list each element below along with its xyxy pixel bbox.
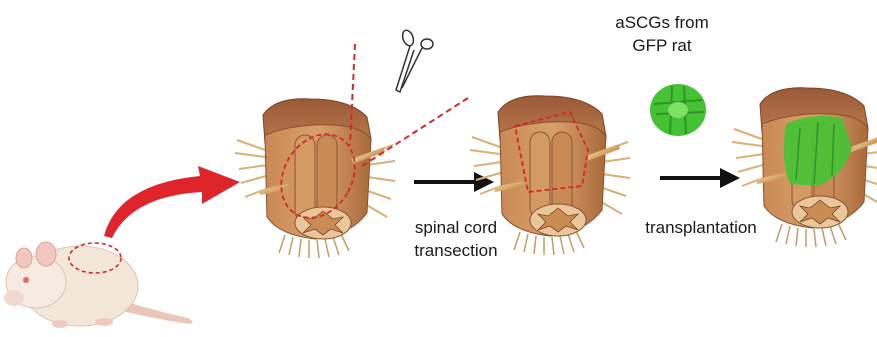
- gfp-graft-icon: [650, 84, 706, 136]
- donor-label-line2: GFP rat: [606, 34, 718, 57]
- cut-line-right: [362, 98, 468, 166]
- step1-label-line1: spinal cord: [396, 216, 516, 239]
- scissors-icon: [396, 29, 433, 92]
- step2-label-text: transplantation: [626, 216, 776, 239]
- step2-label: transplantation: [626, 216, 776, 239]
- spinal-cord-segment-intact: [235, 99, 395, 258]
- donor-label: aSCGs from GFP rat: [606, 11, 718, 57]
- process-arrow-2: [660, 168, 740, 188]
- curved-arrow-icon: [104, 166, 240, 238]
- rat-illustration: [4, 242, 193, 328]
- step1-label: spinal cord transection: [396, 216, 516, 262]
- process-arrow-1: [414, 172, 494, 192]
- step1-label-line2: transection: [396, 239, 516, 262]
- donor-label-line1: aSCGs from: [606, 11, 718, 34]
